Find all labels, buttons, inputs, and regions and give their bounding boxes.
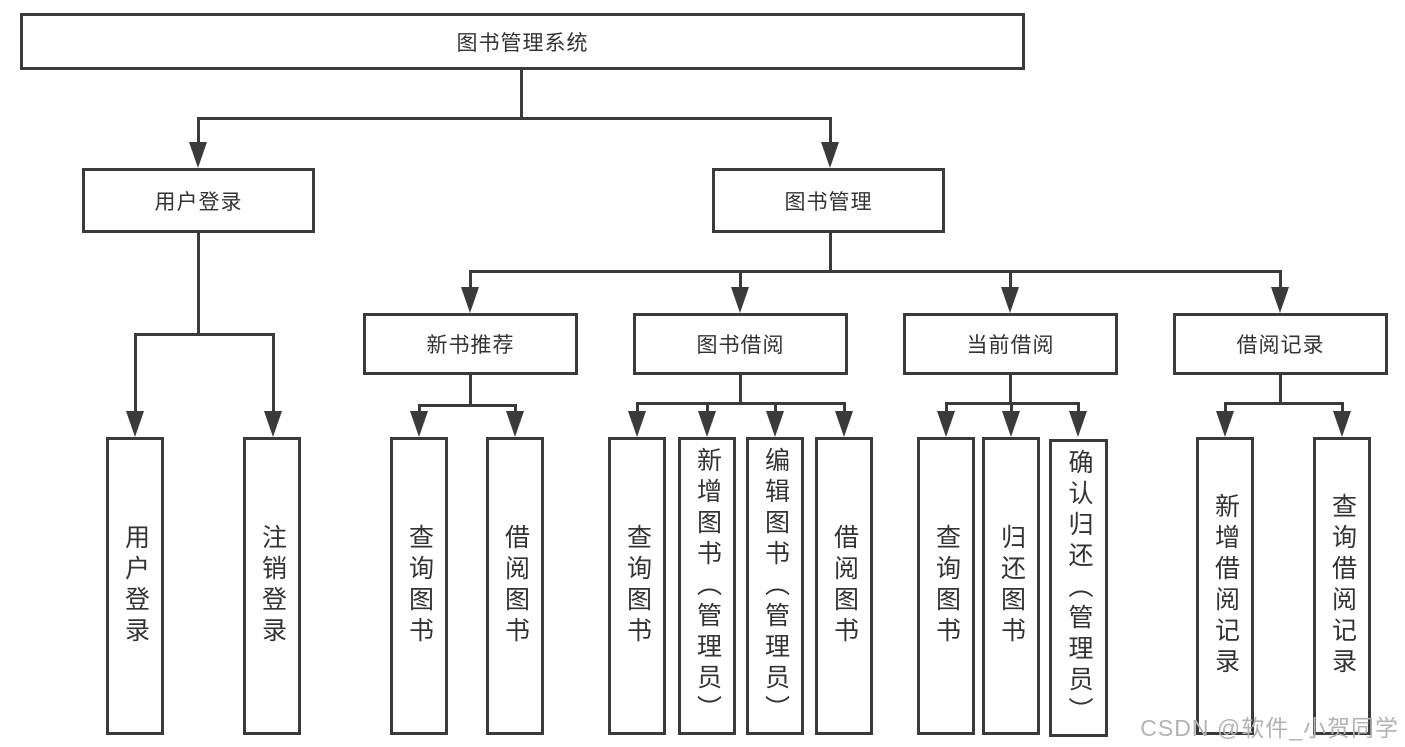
leaf-return-books: 归还图书 xyxy=(982,437,1040,735)
connector-line xyxy=(520,70,523,119)
watermark: CSDN @软件_小贺同学 xyxy=(1140,715,1399,741)
node-book-management: 图书管理 xyxy=(712,168,945,233)
connector-line xyxy=(1279,270,1282,287)
leaf-add-borrow-record: 新增借阅记录 xyxy=(1196,437,1254,735)
leaf-query-borrow-record-label: 查询借阅记录 xyxy=(1328,493,1357,679)
leaf-add-books-admin: 新增图书（管理员） xyxy=(678,437,736,735)
node-new-book-recommend: 新书推荐 xyxy=(363,313,578,375)
connector-line xyxy=(1279,375,1282,405)
leaf-query-books-recommend: 查询图书 xyxy=(390,437,448,735)
connector-line xyxy=(1224,402,1227,413)
arrow-down xyxy=(821,142,839,168)
leaf-add-books-admin-label: 新增图书（管理员） xyxy=(693,446,722,726)
arrow-down xyxy=(1271,287,1289,313)
connector-line xyxy=(134,333,275,336)
arrow-down xyxy=(1216,411,1234,437)
connector-line xyxy=(829,233,832,273)
node-book-management-label: 图书管理 xyxy=(784,190,873,214)
connector-line xyxy=(1010,402,1013,413)
leaf-logout: 注销登录 xyxy=(243,437,301,735)
arrow-down xyxy=(698,411,716,437)
leaf-edit-books-admin-label: 编辑图书（管理员） xyxy=(761,446,790,726)
arrow-down xyxy=(766,411,784,437)
leaf-borrow-books-recommend: 借阅图书 xyxy=(486,437,544,735)
node-root: 图书管理系统 xyxy=(20,13,1025,70)
node-root-label: 图书管理系统 xyxy=(456,31,589,55)
connector-line xyxy=(945,402,948,413)
connector-line xyxy=(134,333,137,411)
connector-line xyxy=(774,402,777,413)
leaf-logout-label: 注销登录 xyxy=(258,524,287,648)
leaf-query-books-borrowing-label: 查询图书 xyxy=(623,524,652,648)
connector-line xyxy=(739,270,742,287)
connector-line xyxy=(272,333,275,411)
arrow-down xyxy=(937,411,955,437)
connector-line xyxy=(1341,402,1344,413)
connector-line xyxy=(1224,402,1344,405)
connector-line xyxy=(1077,402,1080,413)
leaf-query-books-current-label: 查询图书 xyxy=(932,524,961,648)
arrow-down xyxy=(628,411,646,437)
arrow-down xyxy=(731,287,749,313)
leaf-borrow-books-recommend-label: 借阅图书 xyxy=(501,524,530,648)
arrow-down xyxy=(835,411,853,437)
connector-line xyxy=(469,270,1282,273)
node-user-login-branch: 用户登录 xyxy=(82,168,315,233)
node-book-borrowing-label: 图书借阅 xyxy=(696,334,785,357)
connector-line xyxy=(469,375,472,407)
leaf-query-books-current: 查询图书 xyxy=(917,437,975,735)
connector-line xyxy=(197,117,200,144)
arrow-down xyxy=(1069,411,1087,437)
connector-line xyxy=(636,402,846,405)
leaf-borrow-books-label: 借阅图书 xyxy=(830,524,859,648)
leaf-add-borrow-record-label: 新增借阅记录 xyxy=(1211,493,1240,679)
leaf-query-borrow-record: 查询借阅记录 xyxy=(1313,437,1371,735)
node-current-borrowing: 当前借阅 xyxy=(903,313,1118,375)
arrow-down xyxy=(1002,411,1020,437)
connector-line xyxy=(636,402,639,413)
connector-line xyxy=(514,404,517,413)
leaf-borrow-books: 借阅图书 xyxy=(815,437,873,735)
connector-line xyxy=(469,270,472,287)
connector-line xyxy=(706,402,709,413)
node-current-borrowing-label: 当前借阅 xyxy=(966,334,1055,357)
arrow-down xyxy=(506,411,524,437)
node-new-book-recommend-label: 新书推荐 xyxy=(426,334,515,357)
node-borrowing-records-label: 借阅记录 xyxy=(1236,334,1325,357)
arrow-down xyxy=(1001,287,1019,313)
arrow-down xyxy=(461,287,479,313)
arrow-down xyxy=(126,411,144,437)
node-user-login-branch-label: 用户登录 xyxy=(154,190,243,214)
leaf-confirm-return-admin-label: 确认归还（管理员） xyxy=(1065,448,1093,728)
connector-line xyxy=(739,375,742,405)
connector-line xyxy=(1009,270,1012,287)
connector-line xyxy=(843,402,846,413)
leaf-user-login: 用户登录 xyxy=(106,437,164,735)
node-borrowing-records: 借阅记录 xyxy=(1173,313,1388,375)
connector-line xyxy=(418,404,421,413)
connector-line xyxy=(418,404,517,407)
arrow-down xyxy=(264,411,282,437)
leaf-confirm-return-admin: 确认归还（管理员） xyxy=(1049,439,1108,737)
leaf-query-books-borrowing: 查询图书 xyxy=(608,437,666,735)
arrow-down xyxy=(410,411,428,437)
connector-line xyxy=(829,117,832,144)
leaf-query-books-recommend-label: 查询图书 xyxy=(405,524,434,648)
connector-line xyxy=(1009,375,1012,405)
arrow-down xyxy=(1333,411,1351,437)
node-book-borrowing: 图书借阅 xyxy=(633,313,848,375)
connector-line xyxy=(197,117,831,120)
connector-line xyxy=(197,233,200,335)
leaf-user-login-label: 用户登录 xyxy=(121,524,150,648)
leaf-edit-books-admin: 编辑图书（管理员） xyxy=(746,437,804,735)
arrow-down xyxy=(189,142,207,168)
leaf-return-books-label: 归还图书 xyxy=(997,524,1026,648)
